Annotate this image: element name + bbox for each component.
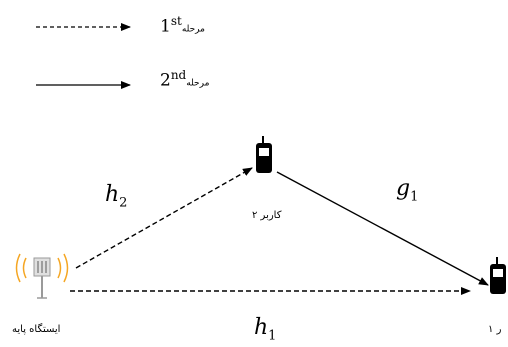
channel-h2-label: h2 [105, 182, 128, 211]
mobile-phone-icon [490, 257, 506, 294]
user1-label: ۱ ر [488, 324, 502, 335]
base-station-label: ایستگاه پایه [12, 324, 61, 335]
channel-g1-label: g1 [396, 176, 419, 205]
mobile-phone-icon [256, 136, 272, 173]
link-g1-arrow [276, 171, 489, 286]
base-station-icon [15, 253, 69, 299]
legend-stage1-label: 1stمرحله [160, 14, 205, 37]
legend-stage2-label: 2ndمرحله [160, 68, 210, 91]
user2-label: کاربر ۲ [252, 210, 282, 221]
link-h2-arrow [75, 167, 253, 269]
channel-h1-label: h1 [254, 315, 277, 344]
